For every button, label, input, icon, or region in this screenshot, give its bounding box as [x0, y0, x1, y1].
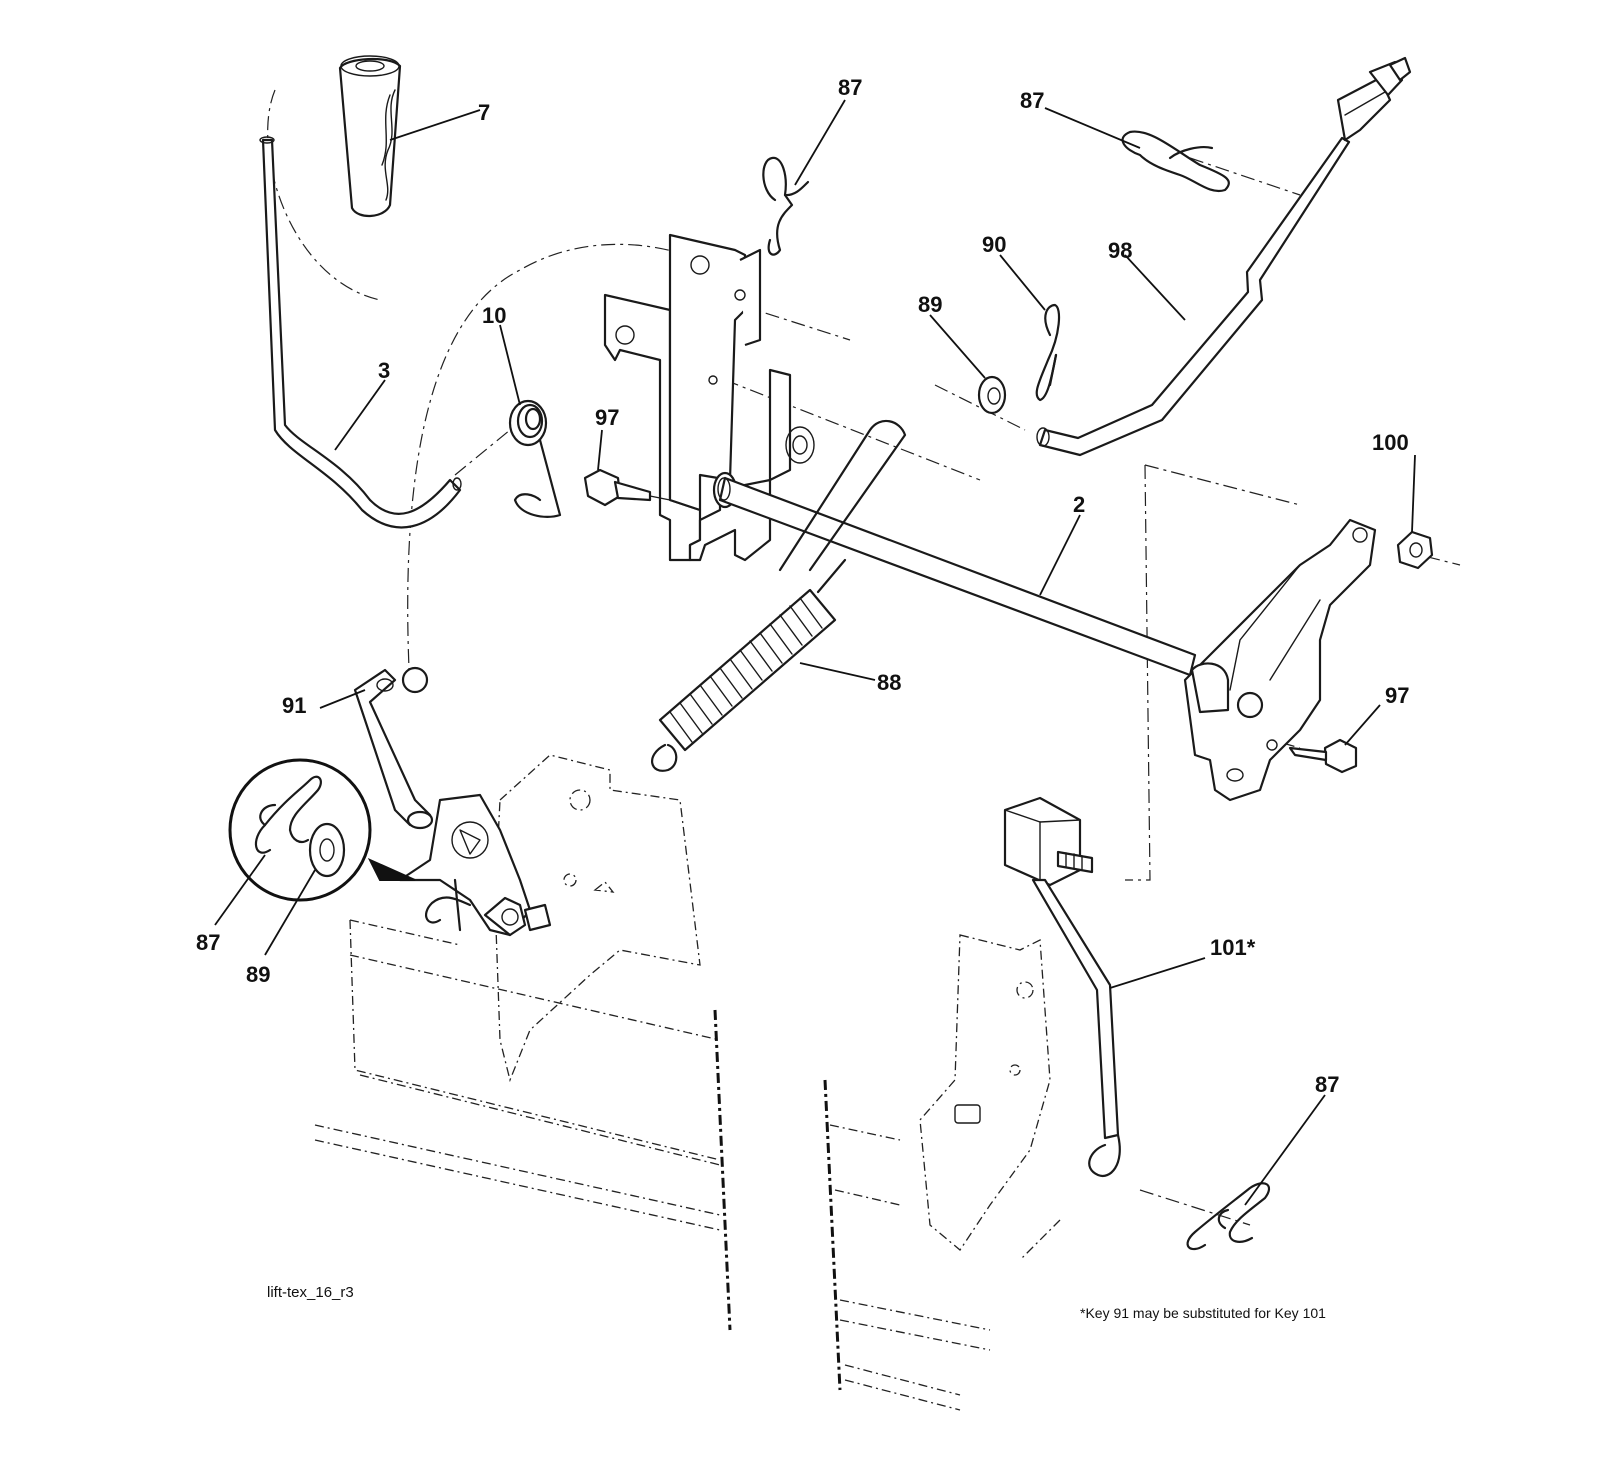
centerline-handle-grip — [267, 89, 381, 301]
centerline-101-87 — [1139, 1189, 1251, 1226]
handle-grip — [338, 55, 402, 217]
callout-89-top: 89 — [918, 292, 942, 317]
callout-101: 101* — [1210, 935, 1256, 960]
callout-7: 7 — [478, 100, 490, 125]
centerline-98 — [934, 384, 1026, 431]
centerline-shaft — [724, 379, 981, 481]
centerline-handle-to-91 — [407, 243, 701, 691]
drawing-id: lift-tex_16_r3 — [267, 1284, 354, 1301]
detail-bubble — [228, 758, 416, 902]
callout-97-left: 97 — [595, 405, 619, 430]
callout-91: 91 — [282, 693, 306, 718]
bolt-left — [583, 468, 671, 507]
leader-lines — [214, 99, 1416, 1206]
hairpin-clip-90 — [1035, 303, 1061, 402]
bolt-right — [1288, 738, 1358, 774]
right-lift-arm — [1183, 518, 1377, 802]
centerline-vertical-right — [1125, 464, 1151, 881]
centerline-rightarm — [1144, 464, 1301, 506]
callout-90: 90 — [982, 232, 1006, 257]
callout-97-right: 97 — [1385, 683, 1409, 708]
lift-handle-rod — [259, 136, 462, 529]
extension-spring — [651, 558, 847, 772]
hairpin-clip-right — [1121, 130, 1230, 193]
torsion-spring — [508, 399, 562, 518]
adjustment-rod — [1036, 56, 1412, 457]
callout-87-bottom: 87 — [1315, 1072, 1339, 1097]
deck-outline-left — [314, 919, 732, 1331]
callout-87-detail: 87 — [196, 930, 220, 955]
washer-top — [977, 375, 1007, 415]
hairpin-clip-bottom — [1186, 1182, 1271, 1251]
callout-88: 88 — [877, 670, 901, 695]
centerline-87-right — [1189, 157, 1301, 196]
callout-2: 2 — [1073, 492, 1085, 517]
lift-link-101 — [1003, 796, 1121, 1178]
callout-89-detail: 89 — [246, 962, 270, 987]
callout-labels: 7 87 87 90 98 89 10 3 97 2 100 88 97 91 … — [196, 75, 1409, 1097]
callout-98: 98 — [1108, 238, 1132, 263]
callout-87-top: 87 — [838, 75, 862, 100]
deck-bracket-left — [494, 754, 701, 1083]
callout-10: 10 — [482, 303, 506, 328]
spring-hook-wire — [778, 419, 907, 572]
hairpin-clip-top — [762, 156, 810, 256]
lift-link-91 — [353, 666, 552, 937]
nut — [1396, 530, 1434, 570]
callout-3: 3 — [378, 358, 390, 383]
callout-100: 100 — [1372, 430, 1409, 455]
deck-bracket-right — [919, 934, 1051, 1251]
footnote: *Key 91 may be substituted for Key 101 — [1080, 1305, 1326, 1321]
deck-outline-right — [823, 1079, 1061, 1411]
callout-87-right: 87 — [1020, 88, 1044, 113]
centerline-spring-left — [454, 429, 511, 476]
